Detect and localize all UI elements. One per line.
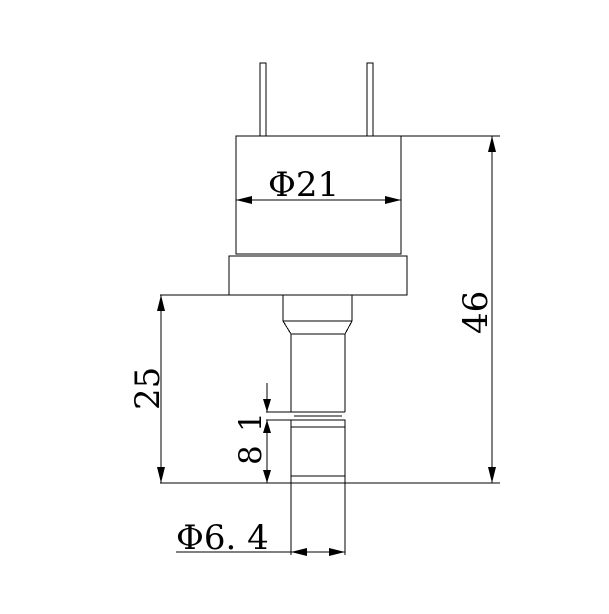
- dimension-overall-height: 46: [345, 135, 500, 484]
- terminal-pins: [259, 62, 374, 137]
- tip-length-label: 8: [233, 445, 269, 465]
- probe-length-label: 25: [128, 367, 168, 410]
- body-diameter-label: Φ21: [268, 165, 339, 205]
- probe: [282, 294, 353, 484]
- dimension-probe-length: 25: [128, 294, 291, 484]
- tip-diameter-label: Φ6. 4: [176, 518, 269, 558]
- overall-height-label: 46: [456, 291, 496, 334]
- dimension-tip-details: 1 8: [233, 383, 291, 484]
- dimension-tip-diameter: Φ6. 4: [176, 483, 346, 558]
- switch-body: [228, 135, 408, 296]
- dimension-body-diameter: Φ21: [236, 165, 401, 205]
- groove-offset-label: 1: [233, 412, 269, 432]
